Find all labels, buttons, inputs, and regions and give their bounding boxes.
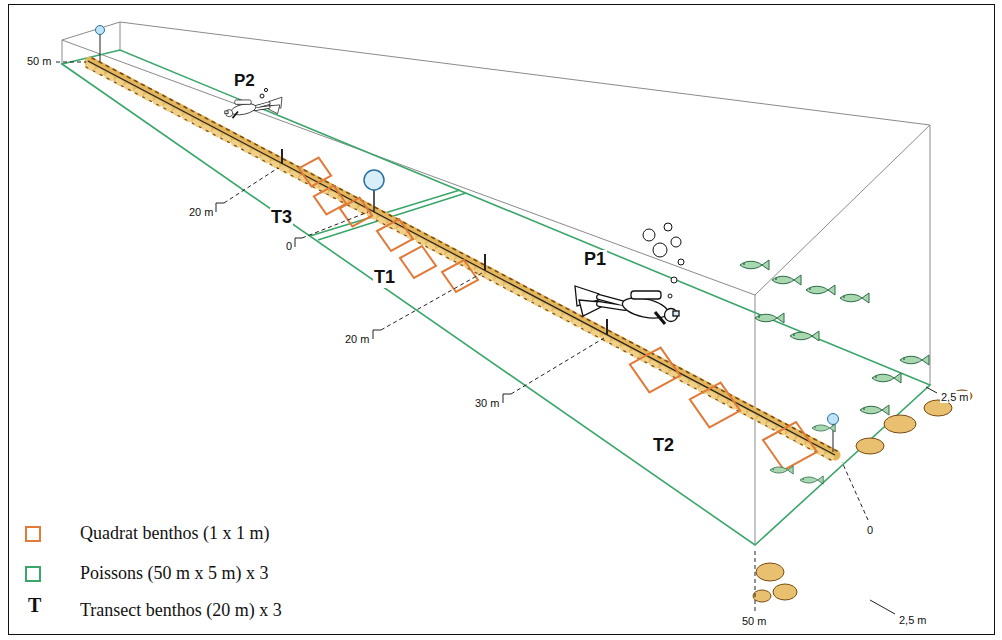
diver-label: P1	[583, 250, 607, 270]
transect-label: T1	[373, 268, 396, 288]
legend-swatch	[25, 526, 41, 542]
distance-mark: 20 m	[188, 206, 214, 218]
legend-symbol: T	[27, 594, 42, 616]
transect-label: T2	[652, 436, 675, 456]
diver-label: P2	[233, 72, 256, 91]
legend-text: Quadrat benthos (1 x 1 m)	[80, 523, 269, 544]
legend-text: Poissons (50 m x 5 m) x 3	[80, 563, 269, 584]
distance-mark: 0	[866, 524, 874, 536]
depth-mark: 2,5 m	[898, 614, 928, 626]
depth-mark: 2,5 m	[940, 391, 970, 403]
legend-text: Transect benthos (20 m) x 3	[80, 600, 282, 621]
distance-mark: 50 m	[26, 55, 52, 67]
distance-mark: 30 m	[474, 397, 500, 409]
transect-label: T3	[270, 208, 293, 228]
distance-mark: 50 m	[741, 615, 767, 627]
distance-mark: 20 m	[344, 333, 370, 345]
legend-swatch	[25, 566, 41, 582]
distance-mark: 0	[285, 240, 293, 252]
